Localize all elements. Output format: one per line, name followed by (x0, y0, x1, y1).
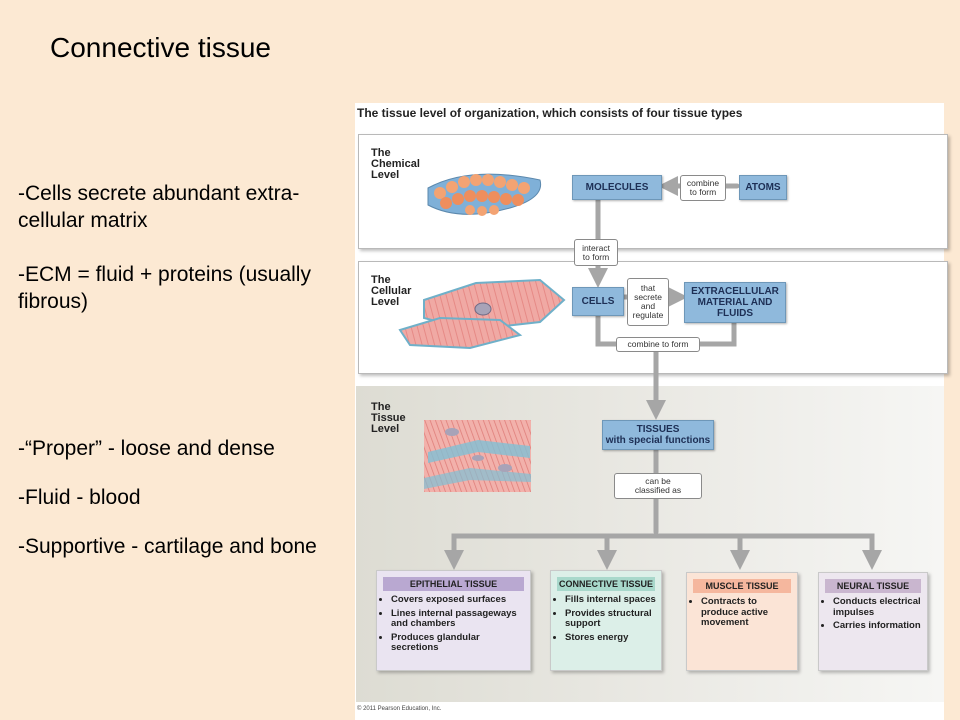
tissue-illustration (424, 420, 531, 492)
chemical-level-label: The Chemical Level (371, 147, 420, 181)
epithelial-tissue-title: EPITHELIAL TISSUE (383, 577, 524, 591)
muscle-tissue-card: MUSCLE TISSUE Contracts to produce activ… (686, 572, 798, 671)
tissue-level-label: The Tissue Level (371, 401, 406, 435)
list-item: Produces glandular secretions (391, 632, 526, 654)
secrete-regulate-label: that secrete and regulate (627, 278, 669, 326)
connective-tissue-points: Fills internal spaces Provides structura… (551, 594, 661, 644)
interact-to-form-label: interact to form (574, 239, 618, 266)
list-item: Carries information (833, 620, 923, 632)
figure-heading: The tissue level of organization, which … (357, 106, 743, 120)
muscle-tissue-title: MUSCLE TISSUE (693, 579, 791, 593)
tissues-box: TISSUES with special functions (602, 420, 714, 450)
molecule-illustration (427, 173, 542, 216)
cells-box: CELLS (572, 287, 624, 316)
neural-tissue-points: Conducts electrical impulses Carries inf… (819, 596, 927, 632)
list-item: Lines internal passageways and chambers (391, 608, 526, 630)
list-item: Conducts electrical impulses (833, 596, 923, 618)
neural-tissue-card: NEURAL TISSUE Conducts electrical impuls… (818, 572, 928, 671)
list-item: Stores energy (565, 632, 657, 644)
combine-to-form-label-2: combine to form (616, 337, 700, 352)
extracellular-box: EXTRACELLULAR MATERIAL AND FLUIDS (684, 282, 786, 323)
copyright-text: © 2011 Pearson Education, Inc. (357, 706, 442, 712)
classified-as-label: can be classified as (614, 473, 702, 499)
list-item: Contracts to produce active movement (701, 596, 793, 629)
bullet-fluid: -Fluid - blood (18, 486, 141, 509)
epithelial-tissue-card: EPITHELIAL TISSUE Covers exposed surface… (376, 570, 531, 671)
list-item: Provides structural support (565, 608, 657, 630)
connective-tissue-card: CONNECTIVE TISSUE Fills internal spaces … (550, 570, 662, 671)
cellular-level-label: The Cellular Level (371, 274, 412, 308)
tissues-box-title: TISSUES (636, 424, 680, 435)
epithelial-tissue-points: Covers exposed surfaces Lines internal p… (377, 594, 530, 654)
molecules-box: MOLECULES (572, 175, 662, 200)
neural-tissue-title: NEURAL TISSUE (825, 579, 921, 593)
list-item: Fills internal spaces (565, 594, 657, 606)
atoms-box: ATOMS (739, 175, 787, 200)
slide-title: Connective tissue (50, 32, 272, 63)
connective-tissue-title: CONNECTIVE TISSUE (557, 577, 655, 591)
combine-to-form-label-1: combine to form (680, 175, 726, 201)
bullet-ecm-secretion: -Cells secrete abundant extra-cellular m… (18, 182, 300, 232)
bullet-proper: -“Proper” - loose and dense (18, 437, 275, 460)
list-item: Covers exposed surfaces (391, 594, 526, 606)
bullet-supportive: -Supportive - cartilage and bone (18, 535, 317, 558)
muscle-tissue-points: Contracts to produce active movement (687, 596, 797, 629)
muscle-cell-illustration (398, 278, 566, 350)
tissues-box-subtitle: with special functions (605, 435, 711, 446)
bullet-ecm-composition: -ECM = fluid + proteins (usually fibrous… (18, 263, 311, 313)
